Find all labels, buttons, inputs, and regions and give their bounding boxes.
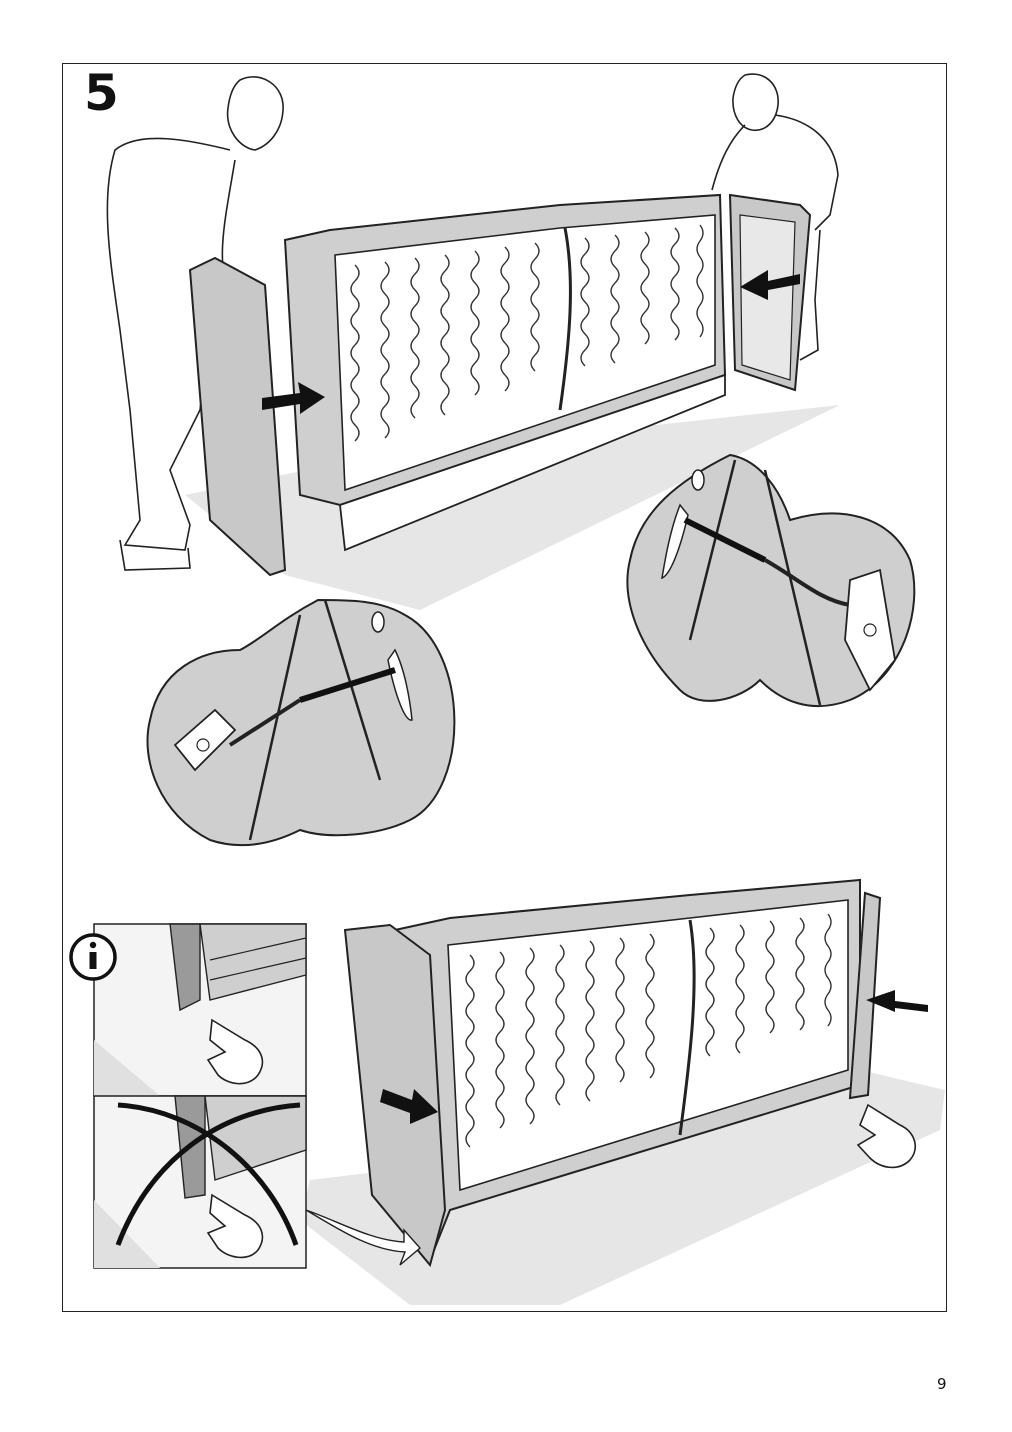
armrest-left-top bbox=[188, 256, 287, 577]
detail-bubble-right bbox=[626, 453, 916, 708]
arrow-icon bbox=[866, 990, 928, 1012]
top-scene bbox=[106, 73, 840, 610]
pointing-hand-icon bbox=[856, 1103, 916, 1169]
sofa-frame-top bbox=[283, 193, 727, 552]
arrow-icon bbox=[740, 270, 800, 300]
pointing-hand-icon bbox=[206, 1018, 264, 1085]
detail-bubble-left bbox=[146, 598, 456, 847]
arrow-icon bbox=[305, 1209, 421, 1266]
person-right bbox=[711, 73, 839, 361]
info-panels bbox=[69, 923, 307, 1269]
info-icon bbox=[69, 933, 117, 981]
arrow-icon bbox=[262, 382, 325, 414]
page-number: 9 bbox=[937, 1375, 947, 1393]
arrow-icon bbox=[380, 1089, 438, 1124]
floor-mat bbox=[300, 1070, 945, 1305]
pointing-hand-icon bbox=[206, 1193, 264, 1259]
armrest-right-bottom bbox=[848, 891, 882, 1100]
floor-mat bbox=[185, 405, 840, 610]
step-number: 5 bbox=[84, 64, 119, 122]
cross-out-icon bbox=[115, 1102, 301, 1246]
instruction-frame bbox=[62, 63, 947, 1312]
bottom-scene bbox=[300, 878, 945, 1305]
